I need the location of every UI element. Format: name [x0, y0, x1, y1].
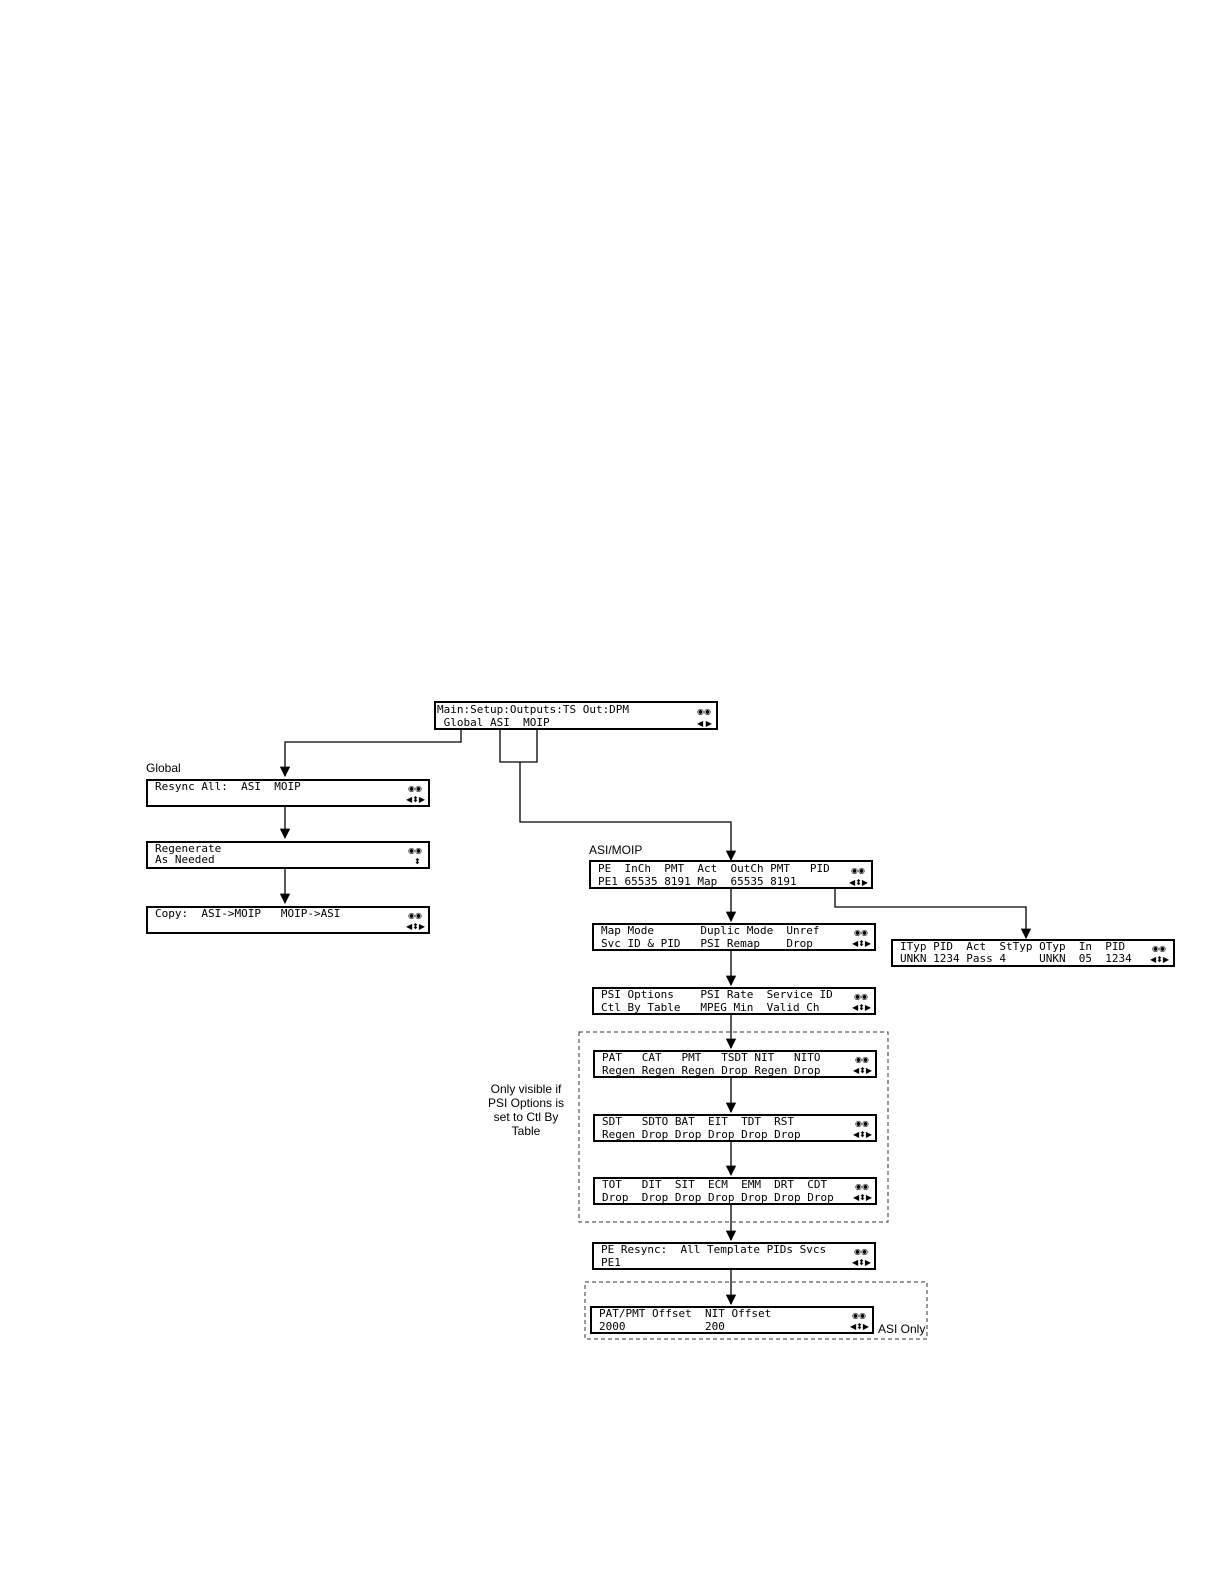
asi-moip-section-label: ASI/MOIP — [589, 843, 642, 857]
dual-knob-icon: ◉◉ — [854, 1247, 868, 1256]
resync-all-screen: Resync All: ASI MOIP ◉◉ ◀⬍▶ — [146, 779, 430, 807]
asi-only-label: ASI Only — [878, 1322, 925, 1336]
pid-detail-screen: ITyp PID Act StTyp OTyp In PID UNKN 1234… — [891, 939, 1175, 967]
pid-detail-line1: ITyp PID Act StTyp OTyp In PID — [900, 940, 1125, 953]
dual-knob-icon: ◉◉ — [408, 846, 422, 855]
table-screen-tot: TOT DIT SIT ECM EMM DRT CDT Drop Drop Dr… — [593, 1177, 877, 1205]
four-way-arrows-icon: ◀⬍▶ — [852, 1003, 872, 1012]
dual-knob-icon: ◉◉ — [855, 1182, 869, 1191]
table-note-line1: Only visible if — [491, 1082, 562, 1096]
main-menu-screen: Main:Setup:Outputs:TS Out:DPM Global ASI… — [434, 701, 718, 730]
four-way-arrows-icon: ◀⬍▶ — [406, 795, 426, 804]
dual-knob-icon: ◉◉ — [851, 866, 865, 875]
global-section-label: Global — [146, 761, 181, 775]
psi-options-line2: Ctl By Table MPEG Min Valid Ch — [601, 1001, 820, 1014]
table-note: Only visible if PSI Options is set to Ct… — [488, 1082, 564, 1138]
offset-line2: 2000 200 — [599, 1320, 725, 1333]
pe-resync-line1: PE Resync: All Template PIDs Svcs — [601, 1243, 826, 1256]
pe-screen: PE InCh PMT Act OutCh PMT PID PE1 65535 … — [589, 860, 873, 889]
copy-screen: Copy: ASI->MOIP MOIP->ASI ◉◉ ◀⬍▶ — [146, 906, 430, 934]
pe-line1: PE InCh PMT Act OutCh PMT PID — [598, 862, 830, 875]
map-mode-line2: Svc ID & PID PSI Remap Drop — [601, 937, 813, 950]
dual-knob-icon: ◉◉ — [1152, 944, 1166, 953]
connectors-main — [279, 729, 737, 862]
pe-resync-line2: PE1 — [601, 1256, 621, 1269]
four-way-arrows-icon: ◀⬍▶ — [853, 1066, 873, 1075]
offset-line1: PAT/PMT Offset NIT Offset — [599, 1307, 771, 1320]
four-way-arrows-icon: ◀⬍▶ — [853, 1193, 873, 1202]
table-screen-sdt: SDT SDTO BAT EIT TDT RST Regen Drop Drop… — [593, 1114, 877, 1142]
psi-options-screen: PSI Options PSI Rate Service ID Ctl By T… — [592, 987, 876, 1015]
table-note-line2: PSI Options is — [488, 1096, 564, 1110]
offset-screen: PAT/PMT Offset NIT Offset 2000 200 ◉◉ ◀⬍… — [590, 1306, 874, 1334]
left-right-arrows-icon: ◀ ▶ — [697, 719, 713, 728]
table1-line2: Regen Regen Regen Drop Regen Drop — [602, 1064, 821, 1077]
table2-line1: SDT SDTO BAT EIT TDT RST — [602, 1115, 794, 1128]
four-way-arrows-icon: ◀⬍▶ — [849, 878, 869, 887]
dual-knob-icon: ◉◉ — [408, 784, 422, 793]
four-way-arrows-icon: ◀⬍▶ — [852, 1258, 872, 1267]
dual-knob-icon: ◉◉ — [854, 992, 868, 1001]
dual-knob-icon: ◉◉ — [855, 1055, 869, 1064]
map-mode-screen: Map Mode Duplic Mode Unref Svc ID & PID … — [592, 923, 876, 951]
table1-line1: PAT CAT PMT TSDT NIT NITO — [602, 1051, 821, 1064]
table2-line2: Regen Drop Drop Drop Drop Drop — [602, 1128, 801, 1141]
pe-line2: PE1 65535 8191 Map 65535 8191 — [598, 875, 797, 888]
regenerate-line1: Regenerate — [155, 842, 221, 855]
main-menu-line2: Global ASI MOIP — [437, 716, 550, 729]
four-way-arrows-icon: ◀⬍▶ — [406, 922, 426, 931]
map-mode-line1: Map Mode Duplic Mode Unref — [601, 924, 820, 937]
table-note-line4: Table — [512, 1124, 541, 1138]
psi-table-group-border — [578, 1031, 889, 1223]
pid-detail-line2: UNKN 1234 Pass 4 UNKN 05 1234 — [900, 952, 1132, 965]
copy-line1: Copy: ASI->MOIP MOIP->ASI — [155, 907, 340, 920]
resync-line1: Resync All: ASI MOIP — [155, 780, 301, 793]
pe-resync-screen: PE Resync: All Template PIDs Svcs PE1 ◉◉… — [592, 1242, 876, 1270]
dual-knob-icon: ◉◉ — [855, 1119, 869, 1128]
dual-knob-icon: ◉◉ — [854, 928, 868, 937]
regenerate-line2: As Needed — [155, 853, 215, 866]
asi-only-group-border — [584, 1281, 928, 1340]
four-way-arrows-icon: ◀⬍▶ — [850, 1322, 870, 1331]
dual-knob-icon: ◉◉ — [697, 707, 711, 716]
four-way-arrows-icon: ◀⬍▶ — [853, 1130, 873, 1139]
regenerate-screen: Regenerate As Needed ◉◉ ⬍ — [146, 841, 430, 869]
four-way-arrows-icon: ◀⬍▶ — [1150, 955, 1170, 964]
table-note-line3: set to Ctl By — [494, 1110, 559, 1124]
dual-knob-icon: ◉◉ — [408, 911, 422, 920]
up-down-arrows-icon: ⬍ — [414, 857, 421, 866]
table3-line2: Drop Drop Drop Drop Drop Drop Drop — [602, 1191, 834, 1204]
table3-line1: TOT DIT SIT ECM EMM DRT CDT — [602, 1178, 828, 1191]
table-screen-pat: PAT CAT PMT TSDT NIT NITO Regen Regen Re… — [593, 1050, 877, 1078]
main-menu-line1: Main:Setup:Outputs:TS Out:DPM — [437, 703, 629, 716]
arrow-pe-piddetail — [834, 888, 1032, 940]
dual-knob-icon: ◉◉ — [852, 1311, 866, 1320]
psi-options-line1: PSI Options PSI Rate Service ID — [601, 988, 833, 1001]
four-way-arrows-icon: ◀⬍▶ — [852, 939, 872, 948]
